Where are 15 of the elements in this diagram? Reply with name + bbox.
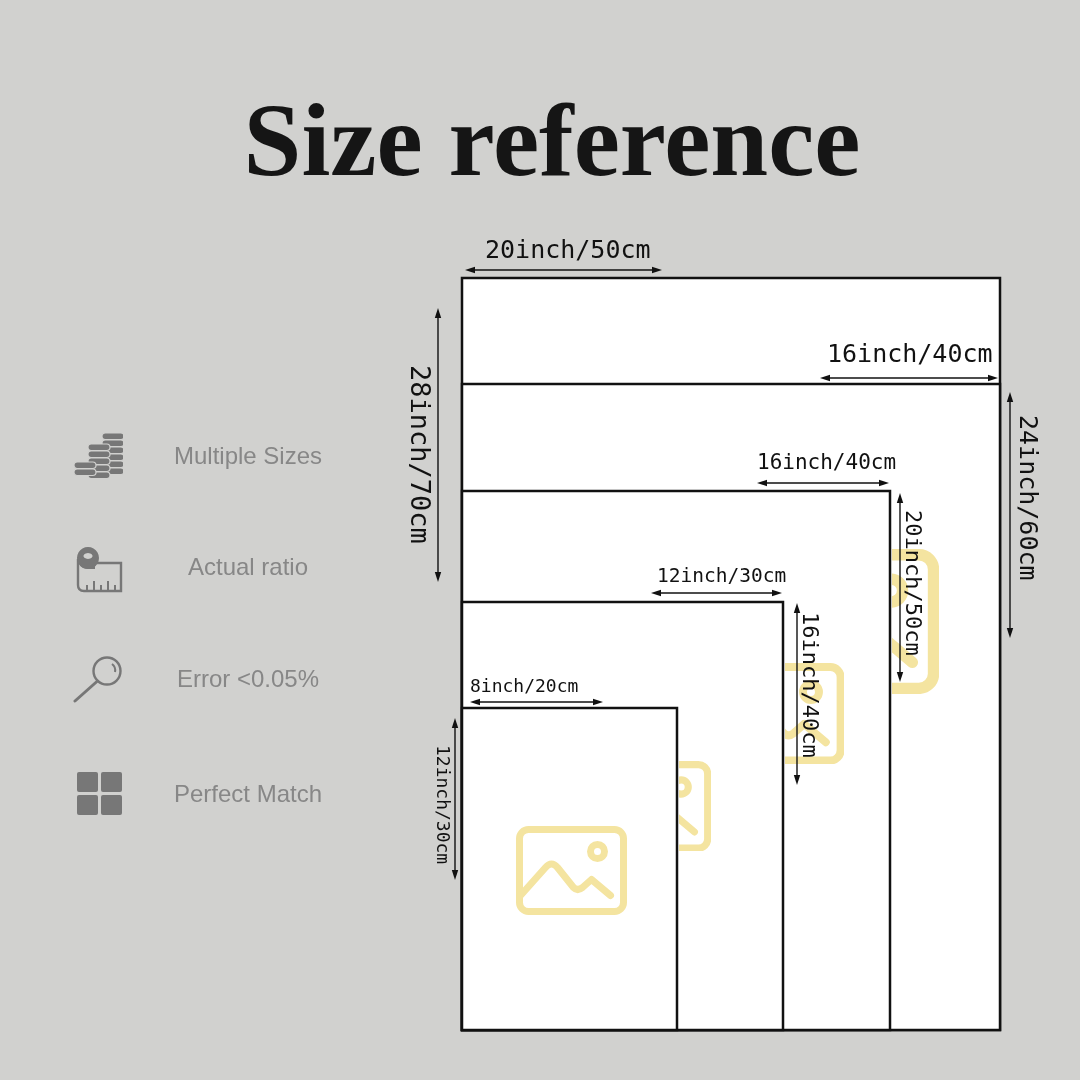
feature-text: Perfect Match	[173, 782, 323, 806]
dimension-text: 16inch/40cm	[799, 612, 821, 758]
feature-text: Actual ratio	[187, 555, 309, 579]
title: Size reference	[243, 88, 861, 192]
dimension-text: 12inch/30cm	[434, 745, 452, 865]
dimension-text: 28inch/70cm	[407, 365, 434, 544]
feature-text: Error <0.05%	[176, 667, 320, 691]
dimension-text: 16inch/40cm	[757, 452, 897, 473]
dimension-text: 8inch/20cm	[470, 677, 579, 695]
dimension-text: 12inch/30cm	[657, 566, 787, 586]
dimension-text: 16inch/40cm	[827, 341, 993, 366]
feature-text: Multiple Sizes	[173, 444, 323, 468]
dimension-text: 24inch/60cm	[1016, 415, 1041, 581]
dimension-text: 20inch/50cm	[485, 237, 651, 262]
dimension-text: 20inch/50cm	[902, 510, 924, 656]
